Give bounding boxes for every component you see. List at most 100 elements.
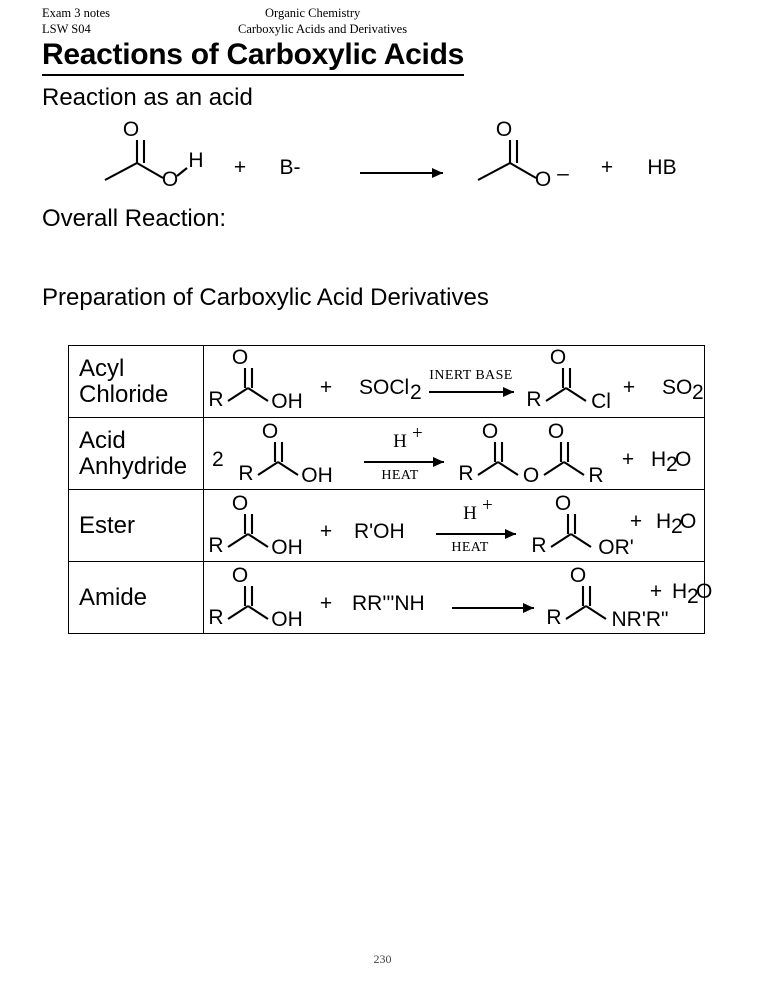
hydroxyl-oxygen-label: O	[162, 168, 178, 191]
hydroxyl-label: OH	[271, 608, 303, 631]
carbonyl-oxygen-label: O	[232, 564, 248, 587]
carbonyl-oxygen-label: O	[232, 492, 248, 515]
row-reaction-cell-acyl-chloride: R O OH + S	[203, 345, 705, 418]
hydroxyl-label: OH	[271, 390, 303, 413]
carbonyl-oxygen-label: O	[232, 346, 248, 369]
carbonyl-oxygen-label: O	[555, 492, 571, 515]
acyl-chloride-structure: R O Cl	[526, 346, 611, 413]
anionic-oxygen-label: O	[535, 168, 551, 191]
byproduct-subscript: 2	[671, 515, 683, 538]
reagent-label: SOCl 2	[359, 376, 422, 404]
section-heading-preparation: Preparation of Carboxylic Acid Derivativ…	[42, 284, 489, 311]
arrow-label-above: H	[393, 431, 407, 452]
carbonyl-oxygen-label: O	[570, 564, 586, 587]
hydroxyl-label: OH	[271, 536, 303, 559]
svg-text:H: H	[672, 580, 687, 603]
amide-structure: R O NR'R"	[546, 564, 668, 631]
carbonyl-oxygen-label: O	[123, 118, 139, 141]
r-group-label: R	[531, 534, 546, 557]
header-left-line1: Exam 3 notes	[42, 6, 111, 20]
reaction-arrow	[436, 529, 516, 539]
r-group-label: R	[208, 534, 223, 557]
carbonyl-oxygen-label: O	[550, 346, 566, 369]
acid-base-reaction-scheme: O O H + B- O O – +	[95, 118, 677, 193]
hydroxyl-label: OH	[301, 464, 333, 487]
derivative-name: Acid Anhydride	[79, 426, 188, 480]
r-group-label-right: R	[588, 464, 603, 487]
derivative-name: Acyl Chloride	[79, 354, 169, 408]
header-left-line2: LSW S04	[42, 22, 91, 36]
plus-sign-reactants: +	[320, 520, 332, 543]
header-center-line1: Organic Chemistry	[265, 6, 361, 20]
plus-sign-products: +	[650, 580, 662, 603]
table-row: Ester R O	[68, 489, 705, 562]
row-reaction-cell-ester: R O OH + R'OH	[203, 489, 705, 562]
reaction-arrow	[452, 603, 534, 613]
page-title: Reactions of Carboxylic Acids	[42, 38, 464, 76]
arrow-label-above: INERT BASE	[429, 368, 512, 383]
row-name-cell-amide: Amide	[68, 561, 204, 634]
plus-sign-products: +	[622, 448, 634, 471]
table-row: Amide R O	[68, 561, 712, 634]
carbonyl-oxygen-label-right: O	[548, 420, 564, 443]
base-label: B-	[280, 156, 301, 179]
amino-group-label: NR'R"	[612, 608, 669, 631]
plus-sign-products: +	[630, 510, 642, 533]
byproduct-label: H 2 O	[672, 580, 712, 608]
arrow-label-below: HEAT	[381, 468, 418, 483]
row-name-cell-acid-anhydride: Acid Anhydride	[68, 417, 204, 490]
row-name-cell-acyl-chloride: Acyl Chloride	[68, 345, 204, 418]
byproduct-tail: O	[696, 580, 712, 603]
byproduct-tail: O	[680, 510, 696, 533]
plus-sign-reactants: +	[320, 592, 332, 615]
r-group-label: R	[238, 462, 253, 485]
stoichiometric-coefficient: 2	[212, 448, 224, 471]
carboxylate-anion-structure: O O –	[477, 118, 569, 191]
chlorine-label: Cl	[591, 390, 611, 413]
table-row: Acid Anhydride 2 R	[68, 417, 705, 490]
arrow-label-above-superscript: +	[412, 423, 423, 444]
carboxylic-acid-structure: R O OH	[208, 346, 302, 413]
carboxylic-acid-structure: R O OH	[208, 564, 302, 631]
alkoxy-group-label: OR'	[598, 536, 634, 559]
plus-sign-reactants: +	[320, 376, 332, 399]
svg-text:H: H	[651, 448, 666, 471]
byproduct-label: H 2 O	[656, 510, 696, 538]
r-group-label: R	[208, 606, 223, 629]
svg-text:SOCl: SOCl	[359, 376, 409, 399]
bridging-oxygen-label: O	[523, 464, 539, 487]
page-number: 230	[373, 952, 392, 966]
reagent-subscript: 2	[410, 381, 422, 404]
carboxylic-acid-structure: R O OH	[208, 492, 302, 559]
derivative-name: Ester	[79, 511, 136, 539]
plus-sign-products: +	[623, 376, 635, 399]
byproduct-label: SO 2	[662, 376, 704, 404]
reagent-label: RR'''NH	[352, 592, 425, 615]
plus-sign-products: +	[601, 156, 613, 179]
row-reaction-cell-amide: R O OH + RR'''NH	[203, 561, 712, 634]
acid-anhydride-structure: R O O O	[458, 420, 603, 487]
reagent-label: R'OH	[354, 520, 405, 543]
byproduct-subscript: 2	[692, 381, 704, 404]
carboxylic-acid-structure: O O H	[104, 118, 204, 191]
byproduct-subscript: 2	[666, 453, 678, 476]
arrow-label-above-superscript: +	[482, 495, 493, 516]
carboxylic-acid-structure: R O OH	[238, 420, 332, 487]
byproduct-label: H 2 O	[651, 448, 691, 476]
hydroxyl-hydrogen-label: H	[188, 149, 203, 172]
r-group-label: R	[208, 388, 223, 411]
arrow-label-above: H	[463, 503, 477, 524]
carbonyl-oxygen-label: O	[262, 420, 278, 443]
byproduct-tail: O	[675, 448, 691, 471]
svg-text:H: H	[656, 510, 671, 533]
table-row: Acyl Chloride R	[68, 345, 705, 418]
plus-sign-reactants: +	[234, 156, 246, 179]
r-group-label-left: R	[458, 462, 473, 485]
reaction-arrow	[429, 387, 514, 397]
row-name-cell-ester: Ester	[68, 489, 204, 562]
reaction-arrow	[364, 457, 444, 467]
byproduct-subscript: 2	[687, 585, 699, 608]
reaction-arrow	[360, 168, 443, 178]
arrow-label-below: HEAT	[451, 540, 488, 555]
negative-charge-label: –	[557, 162, 569, 185]
